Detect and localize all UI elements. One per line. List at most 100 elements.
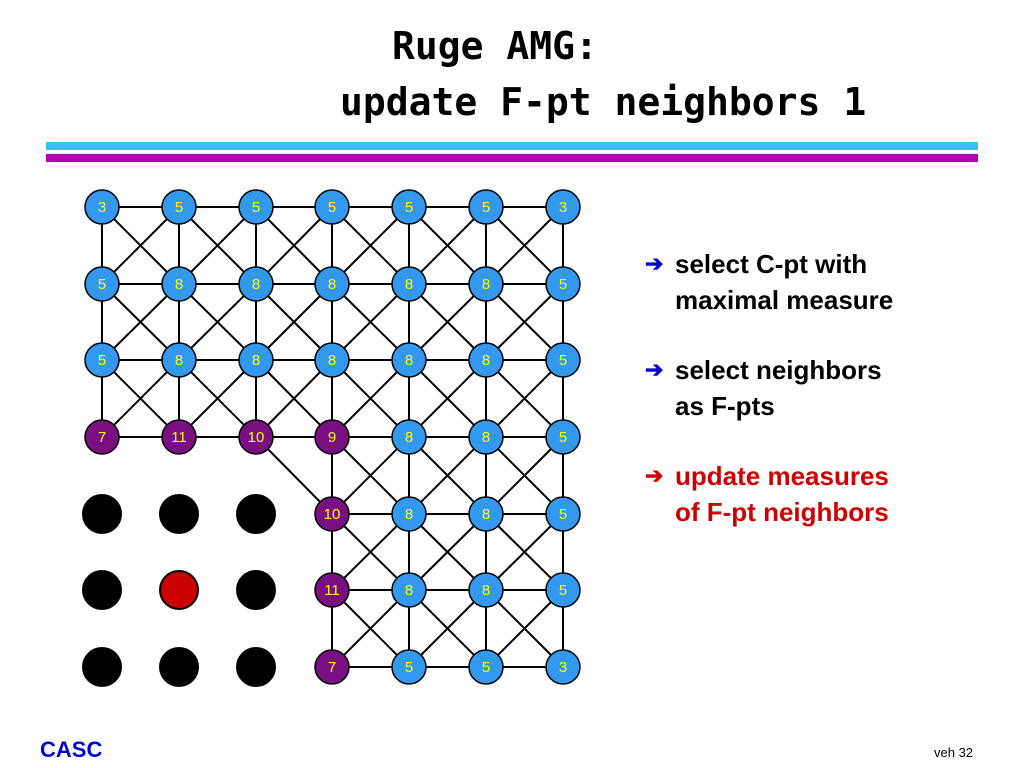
grid-node: 5: [84, 342, 120, 378]
grid-node: 8: [161, 342, 197, 378]
bullet-list: ➔ select C-pt with maximal measure ➔ sel…: [645, 246, 985, 564]
grid-edge: [485, 513, 564, 591]
grid-node: 8: [391, 496, 427, 532]
node-measure-label: 8: [252, 352, 260, 369]
updated-grid-node: 11: [161, 419, 197, 455]
grid-node: 3: [545, 649, 581, 685]
grid-node: 5: [545, 342, 581, 378]
grid-node: 8: [314, 266, 350, 302]
f-point-node: [82, 570, 122, 610]
node-measure-label: 7: [98, 429, 106, 446]
bullet-item-2: ➔ select neighbors as F-pts: [645, 352, 985, 424]
footer-page-label: veh 32: [934, 745, 974, 760]
grid-node: 8: [468, 572, 504, 608]
node-measure-label: 8: [482, 429, 490, 446]
grid-edge: [408, 589, 487, 668]
node-measure-label: 5: [559, 429, 567, 446]
slide-title-line-1: Ruge AMG:: [392, 24, 598, 68]
node-measure-label: 8: [482, 276, 490, 293]
node-measure-label: 10: [324, 506, 341, 523]
node-measure-label: 5: [98, 276, 106, 293]
grid-node: 8: [468, 266, 504, 302]
grid-edge: [408, 436, 487, 515]
grid-edge: [101, 206, 180, 285]
grid-node: 3: [84, 189, 120, 225]
node-measure-label: 8: [175, 276, 183, 293]
grid-edge: [331, 283, 410, 361]
grid-edge: [331, 513, 410, 591]
node-measure-label: 5: [559, 276, 567, 293]
grid-edge: [331, 206, 410, 285]
node-measure-label: 8: [482, 352, 490, 369]
node-measure-label: 3: [559, 199, 567, 216]
grid-node: 8: [468, 419, 504, 455]
grid-edge: [485, 359, 564, 438]
grid-node: 8: [391, 266, 427, 302]
grid-node: 5: [238, 189, 274, 225]
node-measure-label: 5: [482, 659, 490, 676]
node-measure-label: 8: [482, 506, 490, 523]
bullet-1-line-2: maximal measure: [675, 285, 894, 315]
f-point-node: [159, 494, 199, 534]
node-measure-label: 5: [252, 199, 260, 216]
grid-edge: [255, 283, 333, 361]
grid-node: 8: [468, 342, 504, 378]
grid-edge: [485, 283, 564, 361]
node-measure-label: 5: [405, 659, 413, 676]
bullet-item-3: ➔ update measures of F-pt neighbors: [645, 458, 985, 530]
grid-edge: [101, 283, 180, 361]
grid-node: 5: [545, 266, 581, 302]
updated-grid-node: 7: [314, 649, 350, 685]
grid-node: 8: [391, 419, 427, 455]
arrow-right-icon: ➔: [645, 463, 664, 488]
node-measure-label: 8: [328, 352, 336, 369]
grid-edge: [331, 359, 410, 438]
grid-node: 5: [468, 649, 504, 685]
grid-edge: [178, 359, 257, 438]
grid-edge: [178, 283, 257, 361]
f-point-node: [82, 647, 122, 687]
title-divider-cyan: [46, 142, 978, 150]
updated-grid-node: 9: [314, 419, 350, 455]
grid-node: 5: [314, 189, 350, 225]
node-measure-label: 10: [248, 429, 265, 446]
grid-node: 8: [391, 342, 427, 378]
f-point-node: [82, 494, 122, 534]
grid-node: 8: [161, 266, 197, 302]
grid-edge: [178, 206, 257, 285]
updated-grid-node: 10: [238, 419, 274, 455]
grid-edge: [255, 436, 333, 515]
node-measure-label: 8: [405, 352, 413, 369]
grid-edge: [255, 206, 333, 285]
node-measure-label: 8: [252, 276, 260, 293]
grid-node: 8: [314, 342, 350, 378]
grid-edge: [408, 513, 487, 591]
bullet-3-line-1: update measures: [675, 461, 889, 491]
f-point-node: [159, 647, 199, 687]
node-measure-label: 11: [171, 429, 187, 446]
node-measure-label: 8: [175, 352, 183, 369]
c-point-node: [159, 570, 199, 610]
title-divider-purple: [46, 154, 978, 162]
footer-org-label: CASC: [40, 737, 103, 762]
grid-edge: [101, 359, 180, 438]
node-measure-label: 8: [405, 429, 413, 446]
grid-node: 3: [545, 189, 581, 225]
grid-node: 5: [545, 572, 581, 608]
grid-node: 5: [161, 189, 197, 225]
node-measure-label: 9: [328, 429, 336, 446]
grid-node: 5: [84, 266, 120, 302]
grid-node: 8: [391, 572, 427, 608]
grid-node: 8: [238, 266, 274, 302]
node-measure-label: 5: [405, 199, 413, 216]
node-measure-label: 3: [559, 659, 567, 676]
arrow-right-icon: ➔: [645, 251, 664, 276]
grid-edge: [485, 589, 564, 668]
node-measure-label: 5: [175, 199, 183, 216]
node-measure-label: 3: [98, 199, 106, 216]
grid-node: 5: [468, 189, 504, 225]
node-measure-label: 5: [559, 582, 567, 599]
grid-node: 5: [545, 496, 581, 532]
bullet-3-line-2: of F-pt neighbors: [675, 497, 889, 527]
